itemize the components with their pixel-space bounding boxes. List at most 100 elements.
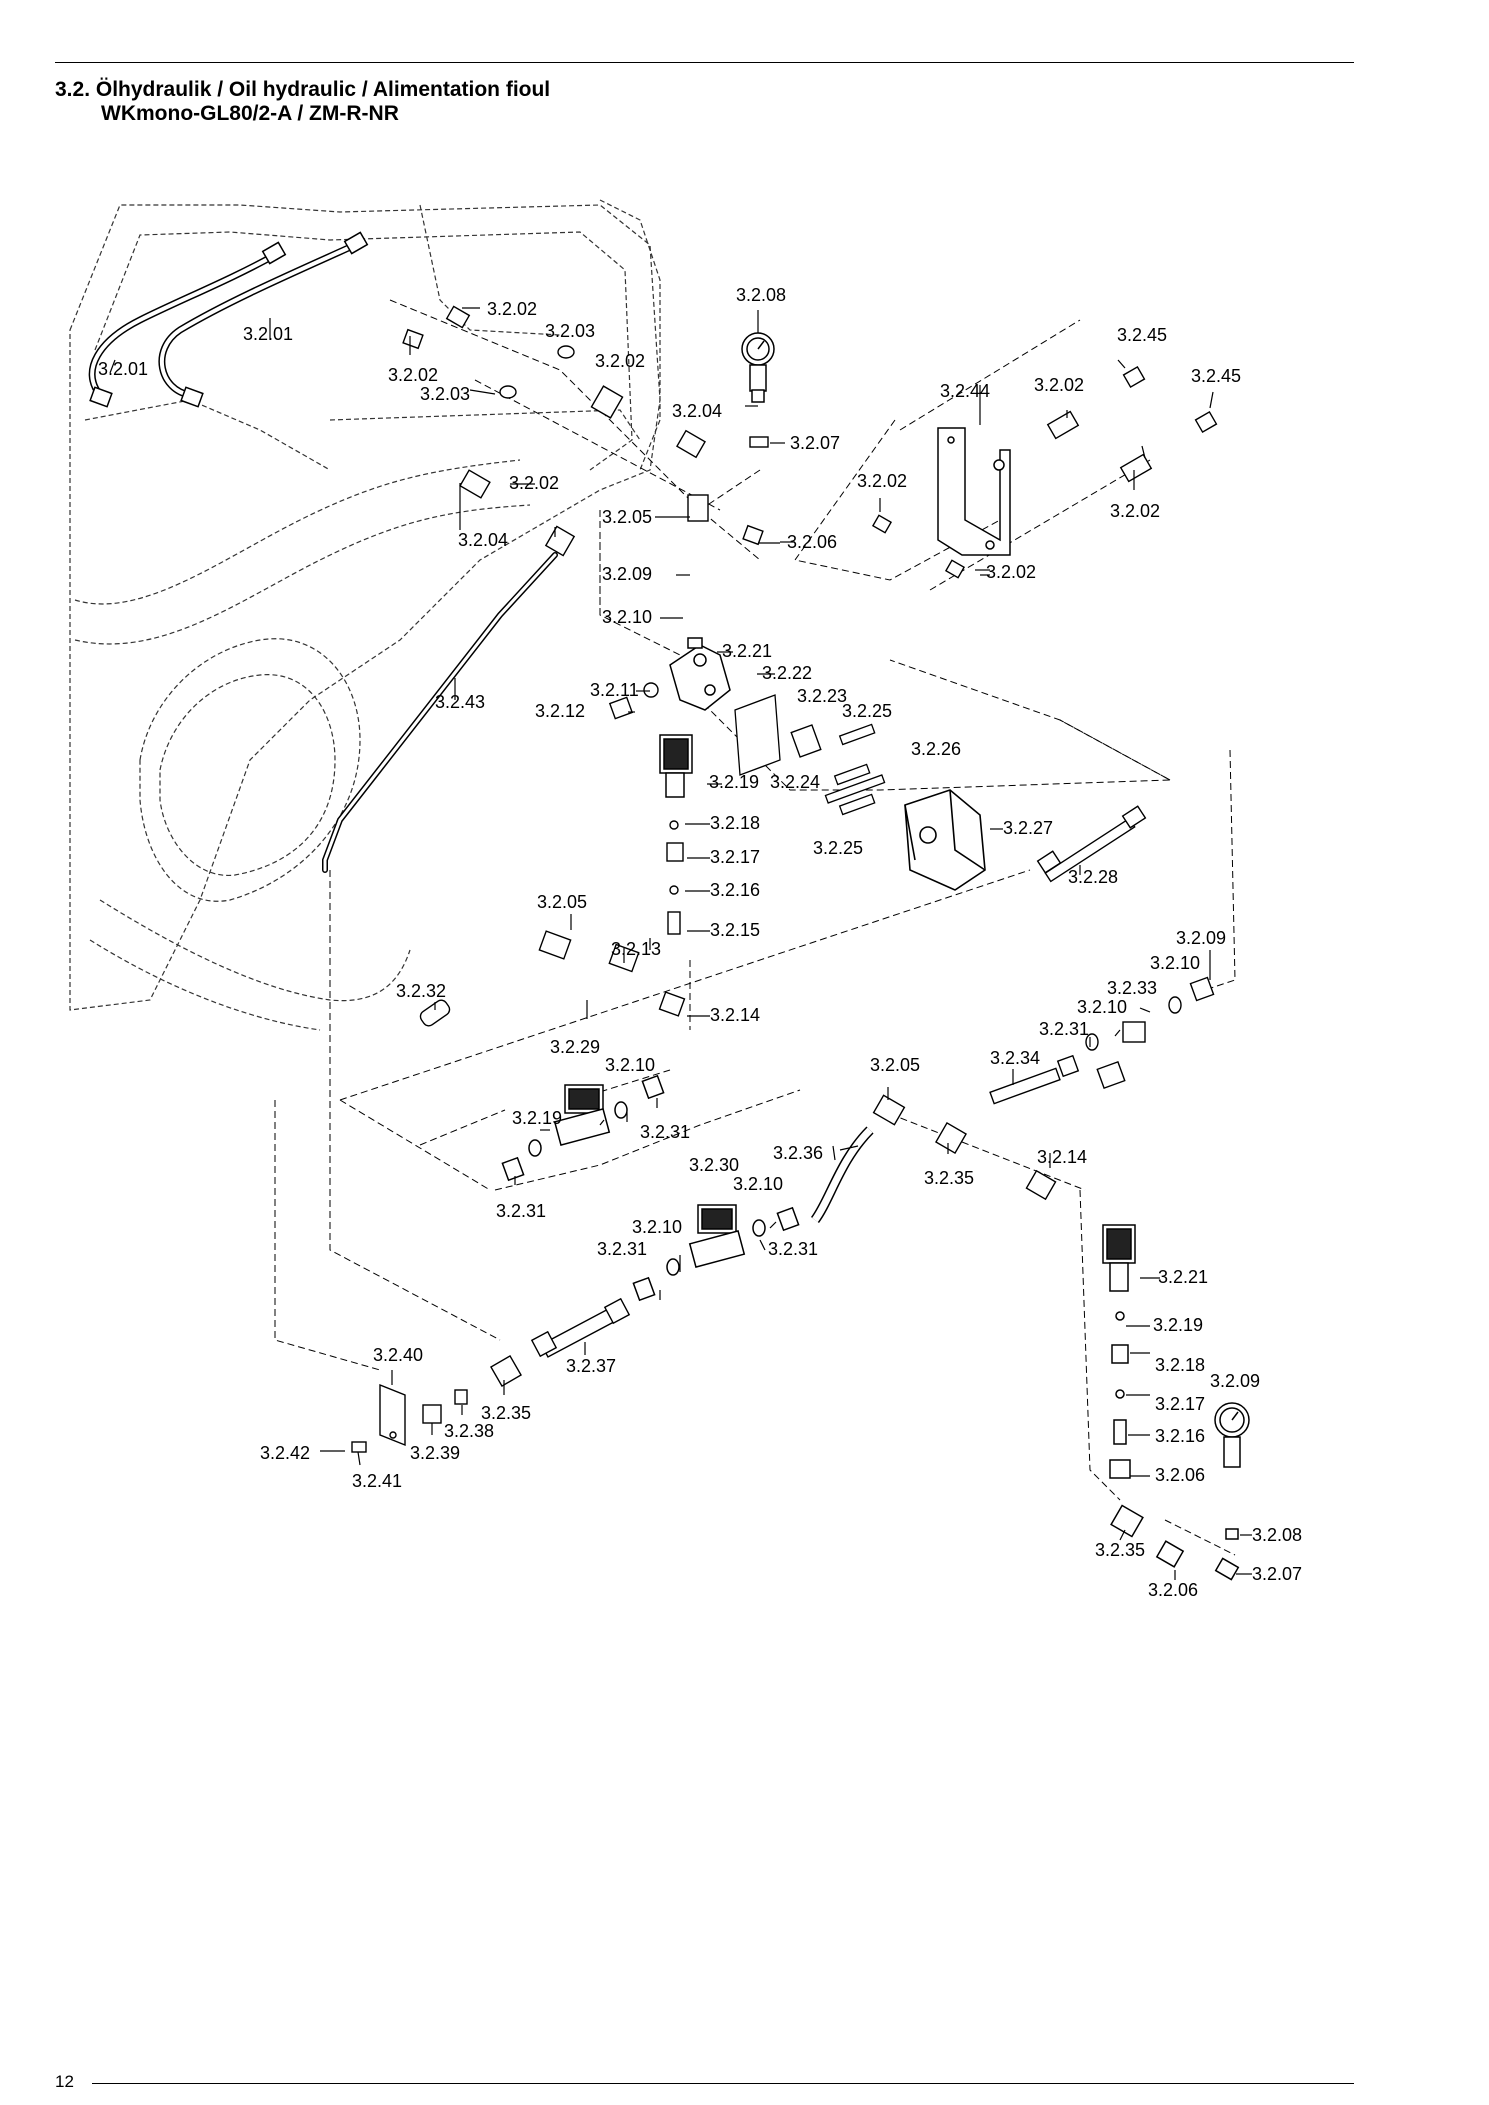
part-label: 3.2.39 xyxy=(410,1443,460,1463)
part-label: 3.2.19 xyxy=(512,1108,562,1128)
lower-right-assembly xyxy=(1102,1224,1250,1581)
part-label: 3.2.37 xyxy=(566,1356,616,1376)
part-label: 3.2.26 xyxy=(911,739,961,759)
part-label: 3.2.43 xyxy=(435,692,485,712)
part-label: 3.2.32 xyxy=(396,981,446,1001)
part-label: 3.2.45 xyxy=(1191,366,1241,386)
part-label: 3.2.33 xyxy=(1107,978,1157,998)
pump-flange-gasket xyxy=(734,694,781,776)
part-label: 3.2.16 xyxy=(710,880,760,900)
part-label: 3.2.42 xyxy=(260,1443,310,1463)
part-label: 3.2.31 xyxy=(597,1239,647,1259)
top-rule xyxy=(55,62,1354,63)
part-label: 3.2.02 xyxy=(487,299,537,319)
part-label: 3.2.02 xyxy=(857,471,907,491)
part-label: 3.2.04 xyxy=(458,530,508,550)
part-label: 3.2.08 xyxy=(1252,1525,1302,1545)
part-label: 3.2.02 xyxy=(595,351,645,371)
pipes-lower xyxy=(530,1054,1080,1358)
part-label: 3.2.02 xyxy=(1110,501,1160,521)
part-label: 3.2.09 xyxy=(602,564,652,584)
pressure-gauge xyxy=(741,332,775,403)
part-label: 3.2.41 xyxy=(352,1471,402,1491)
part-label: 3.2.02 xyxy=(388,365,438,385)
part-label: 3.2.01 xyxy=(243,324,293,344)
burner-housing-outline xyxy=(69,199,661,1031)
part-label: 3.2.35 xyxy=(481,1403,531,1423)
part-label: 3.2.02 xyxy=(509,473,559,493)
part-label: 3.2.09 xyxy=(1176,928,1226,948)
mounting-bracket xyxy=(937,427,1011,556)
part-label: 3.2.36 xyxy=(773,1143,823,1163)
part-label: 3.2.02 xyxy=(1034,375,1084,395)
part-label: 3.2.17 xyxy=(710,847,760,867)
part-label: 3.2.40 xyxy=(373,1345,423,1365)
part-label: 3.2.14 xyxy=(1037,1147,1087,1167)
part-label: 3.2.09 xyxy=(1210,1371,1260,1391)
part-label: 3.2.10 xyxy=(1077,997,1127,1017)
part-label: 3.2.10 xyxy=(605,1055,655,1075)
part-label: 3.2.22 xyxy=(762,663,812,683)
part-label: 3.2.25 xyxy=(842,701,892,721)
bottom-rule xyxy=(92,2083,1354,2084)
oil-pipe-straight xyxy=(1036,805,1147,883)
part-label: 3.2.38 xyxy=(444,1421,494,1441)
part-label: 3.2.17 xyxy=(1155,1394,1205,1414)
part-label: 3.2.34 xyxy=(990,1048,1040,1068)
part-label: 3.2.03 xyxy=(545,321,595,341)
fittings-lower xyxy=(351,976,1215,1453)
electric-motor xyxy=(904,789,986,891)
solenoid-valves-lower xyxy=(501,1074,800,1302)
part-label: 3.2.13 xyxy=(611,939,661,959)
fittings-upper xyxy=(402,305,1218,579)
part-label: 3.2.10 xyxy=(602,607,652,627)
part-label: 3.2.31 xyxy=(496,1201,546,1221)
fuel-hoses xyxy=(88,231,369,408)
part-label: 3.2.23 xyxy=(797,686,847,706)
part-label: 3.2.31 xyxy=(768,1239,818,1259)
part-label: 3.2.05 xyxy=(870,1055,920,1075)
part-label: 3.2.10 xyxy=(632,1217,682,1237)
part-label: 3.2.05 xyxy=(602,507,652,527)
part-label: 3.2.07 xyxy=(1252,1564,1302,1584)
part-label: 3.2.35 xyxy=(1095,1540,1145,1560)
part-label: 3.2.10 xyxy=(1150,953,1200,973)
part-label: 3.2.18 xyxy=(710,813,760,833)
part-label: 3.2.29 xyxy=(550,1037,600,1057)
part-label: 3.2.02 xyxy=(986,562,1036,582)
part-label: 3.2.08 xyxy=(736,285,786,305)
coupling-shafts xyxy=(824,723,886,816)
part-label: 3.2.24 xyxy=(770,772,820,792)
part-label: 3.2.30 xyxy=(689,1155,739,1175)
part-label: 3.2.07 xyxy=(790,433,840,453)
part-label: 3.2.19 xyxy=(709,772,759,792)
part-label: 3.2.45 xyxy=(1117,325,1167,345)
part-label: 3.2.12 xyxy=(535,701,585,721)
part-label: 3.2.27 xyxy=(1003,818,1053,838)
part-label: 3.2.10 xyxy=(733,1174,783,1194)
part-label: 3.2.19 xyxy=(1153,1315,1203,1335)
part-label: 3.2.35 xyxy=(924,1168,974,1188)
leader-lines xyxy=(109,307,1252,1580)
part-labels: 3.2.01 3.2.01 3.2.02 3.2.03 3.2.02 3.2.0… xyxy=(98,285,1302,1600)
part-label: 3.2.28 xyxy=(1068,867,1118,887)
part-label: 3.2.21 xyxy=(722,641,772,661)
part-label: 3.2.03 xyxy=(420,384,470,404)
part-label: 3.2.15 xyxy=(710,920,760,940)
part-label: 3.2.31 xyxy=(1039,1019,1089,1039)
part-label: 3.2.06 xyxy=(787,532,837,552)
small-parts xyxy=(419,682,686,1027)
oil-line-pipe xyxy=(322,552,558,873)
part-label: 3.2.11 xyxy=(590,680,639,700)
solenoid-valve xyxy=(659,734,693,798)
page-number: 12 xyxy=(55,2072,74,2091)
part-label: 3.2.18 xyxy=(1155,1355,1205,1375)
part-label: 3.2.21 xyxy=(1158,1267,1208,1287)
part-label: 3.2.01 xyxy=(98,359,148,379)
part-label: 3.2.06 xyxy=(1155,1465,1205,1485)
oil-pump xyxy=(669,637,731,711)
part-label: 3.2.16 xyxy=(1155,1426,1205,1446)
page-subtitle: WKmono-GL80/2-A / ZM-R-NR xyxy=(101,102,399,125)
part-label: 3.2.04 xyxy=(672,401,722,421)
